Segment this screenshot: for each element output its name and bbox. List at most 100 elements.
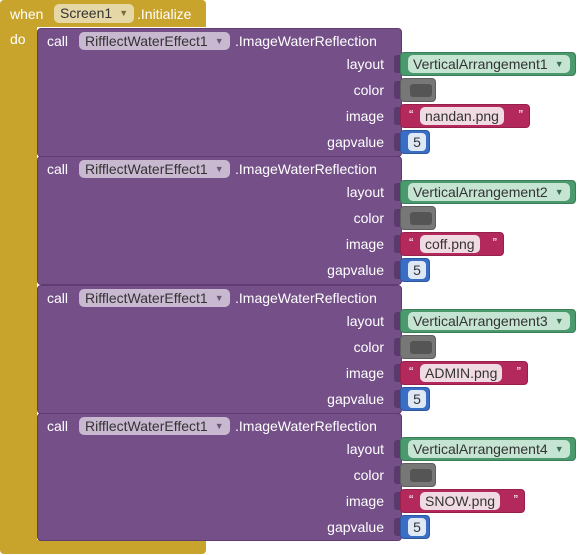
chevron-down-icon: ▼ [214, 293, 224, 303]
layout-component-block[interactable]: VerticalArrangement3 ▼ [400, 309, 576, 333]
open-quote-icon: “ [409, 364, 414, 379]
call-block[interactable]: call RifflectWaterEffect1 ▼ .ImageWaterR… [37, 28, 402, 157]
color-block[interactable] [400, 78, 436, 102]
event-block-footer [0, 540, 206, 554]
open-quote-icon: “ [409, 492, 414, 507]
call-label: call [47, 161, 69, 177]
param-color-label: color [353, 339, 384, 355]
call-component-dropdown[interactable]: RifflectWaterEffect1 ▼ [79, 32, 230, 50]
chevron-down-icon: ▼ [554, 444, 564, 454]
layout-component-dropdown[interactable]: VerticalArrangement1 ▼ [408, 55, 570, 73]
input-socket [394, 492, 404, 510]
param-color-label: color [353, 82, 384, 98]
event-do-label: do [10, 31, 26, 47]
image-filename-field[interactable]: ADMIN.png [420, 364, 503, 382]
chevron-down-icon: ▼ [214, 164, 224, 174]
event-component-label: Screen1 [60, 5, 113, 21]
number-block[interactable]: 5 [400, 515, 430, 539]
call-component-dropdown[interactable]: RifflectWaterEffect1 ▼ [79, 417, 230, 435]
color-swatch[interactable] [410, 212, 432, 225]
call-label: call [47, 290, 69, 306]
param-gapvalue-label: gapvalue [327, 391, 384, 407]
layout-component-dropdown[interactable]: VerticalArrangement2 ▼ [408, 183, 570, 201]
chevron-down-icon: ▼ [119, 8, 129, 18]
param-image-label: image [345, 108, 384, 124]
layout-component-dropdown[interactable]: VerticalArrangement4 ▼ [408, 440, 570, 458]
input-socket [394, 466, 404, 484]
text-string-block[interactable]: “ nandan.png ” [400, 104, 530, 128]
input-socket [394, 209, 404, 227]
call-block[interactable]: call RifflectWaterEffect1 ▼ .ImageWaterR… [37, 156, 402, 285]
chevron-down-icon: ▼ [214, 421, 224, 431]
input-socket [394, 364, 404, 382]
text-string-block[interactable]: “ ADMIN.png ” [400, 361, 528, 385]
image-filename-field[interactable]: coff.png [420, 235, 480, 253]
param-image-label: image [345, 236, 384, 252]
text-string-block[interactable]: “ SNOW.png ” [400, 489, 525, 513]
event-name-label: .Initialize [137, 6, 192, 22]
gapvalue-number-field[interactable]: 5 [408, 261, 426, 279]
layout-component-dropdown[interactable]: VerticalArrangement3 ▼ [408, 312, 570, 330]
input-socket [394, 133, 404, 151]
image-filename-field[interactable]: nandan.png [420, 107, 504, 125]
input-socket [394, 81, 404, 99]
text-string-block[interactable]: “ coff.png ” [400, 232, 504, 256]
call-block[interactable]: call RifflectWaterEffect1 ▼ .ImageWaterR… [37, 413, 402, 541]
input-socket [394, 55, 404, 73]
number-block[interactable]: 5 [400, 258, 430, 282]
param-gapvalue-label: gapvalue [327, 134, 384, 150]
call-label: call [47, 33, 69, 49]
input-socket [394, 261, 404, 279]
param-layout-label: layout [346, 313, 384, 329]
layout-component-label: VerticalArrangement3 [413, 313, 548, 329]
color-block[interactable] [400, 335, 436, 359]
event-block-spine [0, 27, 37, 547]
call-method-label: .ImageWaterReflection [235, 33, 377, 49]
close-quote-icon: ” [513, 492, 518, 507]
param-layout-label: layout [346, 441, 384, 457]
color-block[interactable] [400, 463, 436, 487]
open-quote-icon: “ [409, 107, 414, 122]
image-filename-field[interactable]: SNOW.png [420, 492, 501, 510]
call-component-label: RifflectWaterEffect1 [85, 161, 208, 177]
call-component-label: RifflectWaterEffect1 [85, 33, 208, 49]
event-when-label: when [10, 6, 44, 22]
call-method-label: .ImageWaterReflection [235, 161, 377, 177]
gapvalue-number-field[interactable]: 5 [408, 390, 426, 408]
input-socket [394, 390, 404, 408]
input-socket [394, 183, 404, 201]
layout-component-block[interactable]: VerticalArrangement1 ▼ [400, 52, 576, 76]
param-color-label: color [353, 210, 384, 226]
layout-component-block[interactable]: VerticalArrangement4 ▼ [400, 437, 576, 461]
number-block[interactable]: 5 [400, 387, 430, 411]
color-block[interactable] [400, 206, 436, 230]
open-quote-icon: “ [409, 235, 414, 250]
input-socket [394, 440, 404, 458]
close-quote-icon: ” [492, 235, 497, 250]
close-quote-icon: ” [518, 107, 523, 122]
color-swatch[interactable] [410, 341, 432, 354]
input-socket [394, 107, 404, 125]
color-swatch[interactable] [410, 84, 432, 97]
chevron-down-icon: ▼ [554, 187, 564, 197]
call-method-label: .ImageWaterReflection [235, 418, 377, 434]
layout-component-label: VerticalArrangement1 [413, 56, 548, 72]
call-component-label: RifflectWaterEffect1 [85, 290, 208, 306]
call-component-dropdown[interactable]: RifflectWaterEffect1 ▼ [79, 160, 230, 178]
param-image-label: image [345, 365, 384, 381]
param-image-label: image [345, 493, 384, 509]
event-component-dropdown[interactable]: Screen1 ▼ [54, 4, 135, 23]
param-gapvalue-label: gapvalue [327, 262, 384, 278]
call-block[interactable]: call RifflectWaterEffect1 ▼ .ImageWaterR… [37, 285, 402, 414]
input-socket [394, 518, 404, 536]
color-swatch[interactable] [410, 469, 432, 482]
chevron-down-icon: ▼ [554, 59, 564, 69]
chevron-down-icon: ▼ [214, 36, 224, 46]
number-block[interactable]: 5 [400, 130, 430, 154]
layout-component-block[interactable]: VerticalArrangement2 ▼ [400, 180, 576, 204]
param-layout-label: layout [346, 184, 384, 200]
gapvalue-number-field[interactable]: 5 [408, 133, 426, 151]
call-component-dropdown[interactable]: RifflectWaterEffect1 ▼ [79, 289, 230, 307]
gapvalue-number-field[interactable]: 5 [408, 518, 426, 536]
param-color-label: color [353, 467, 384, 483]
